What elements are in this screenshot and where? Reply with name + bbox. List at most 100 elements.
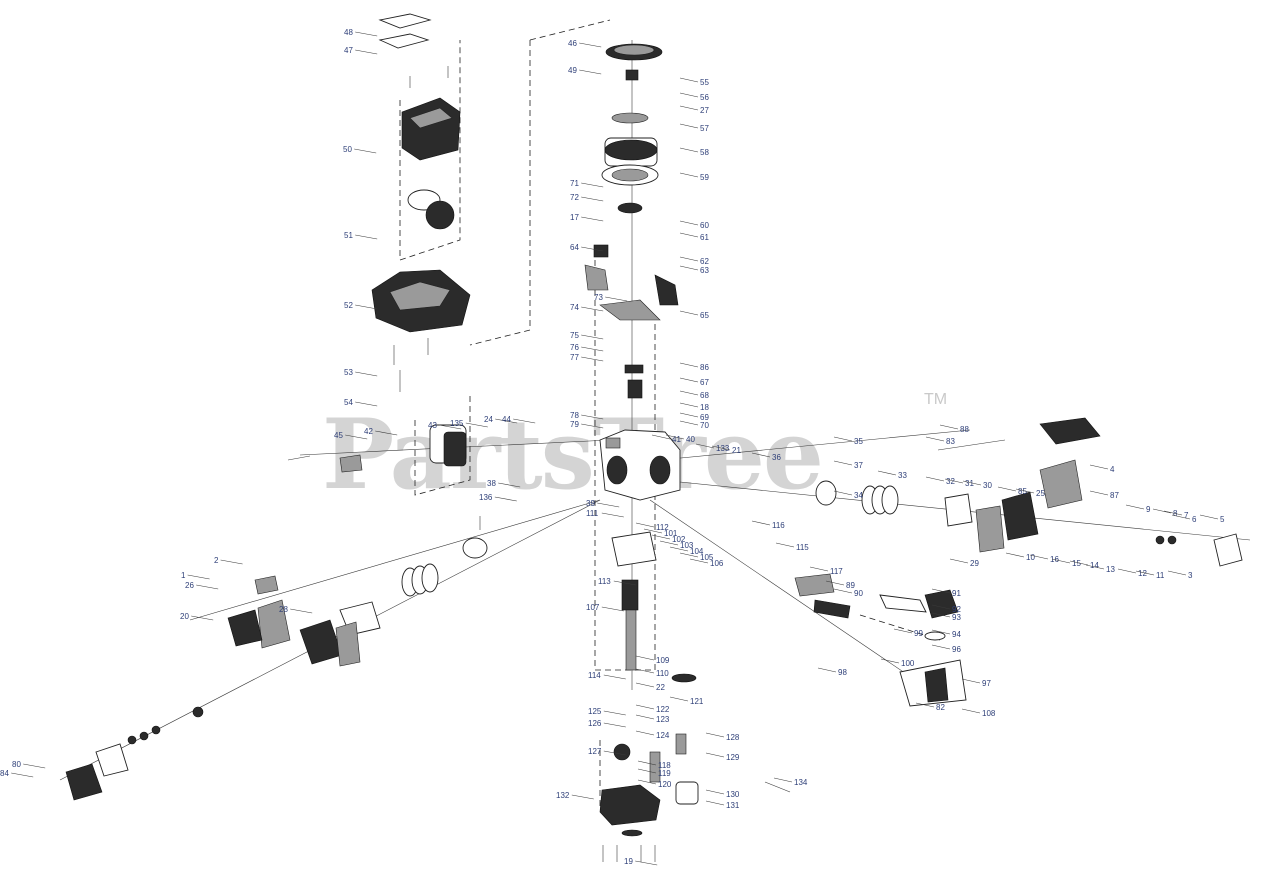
callout-leader: [949, 558, 969, 564]
callout-leader: [1117, 568, 1137, 574]
callout-leader: [679, 412, 699, 418]
callout-label: 5: [1220, 515, 1225, 524]
callout-leader: [345, 434, 368, 440]
callout-leader: [773, 777, 793, 783]
callout-leader: [925, 436, 945, 442]
callout-label: 74: [570, 303, 579, 312]
callout-label: 63: [700, 266, 709, 275]
callout-leader: [962, 480, 982, 486]
callout-leader: [635, 704, 655, 710]
callout-label: 120: [658, 780, 672, 789]
callout-label: 96: [952, 645, 961, 654]
callout-label: 90: [854, 589, 863, 598]
callout-leader: [601, 606, 624, 612]
callout-leader: [931, 604, 951, 610]
callout-leader: [705, 752, 725, 758]
callout-leader: [494, 496, 517, 502]
right-cylinder-assembly: [815, 417, 1243, 567]
callout-label: 136: [479, 493, 493, 502]
callout-label: 64: [570, 243, 579, 252]
air-cleaner-housing: [371, 13, 471, 333]
callout-label: 55: [700, 78, 709, 87]
callout-label: 4: [1110, 465, 1115, 474]
callout-leader: [817, 667, 837, 673]
callout-label: 14: [1090, 561, 1099, 570]
callout-leader: [605, 296, 628, 302]
callout-leader: [603, 674, 626, 680]
callout-label: 34: [854, 491, 863, 500]
callout-label: 99: [914, 629, 923, 638]
callout-leader: [1152, 508, 1172, 514]
callout-leader: [581, 306, 604, 312]
callout-label: 9: [1146, 505, 1151, 514]
callout-leader: [1029, 554, 1049, 560]
callout-label: 46: [568, 39, 577, 48]
callout-label: 20: [180, 612, 189, 621]
callout-leader: [689, 558, 709, 564]
callout-leader: [651, 534, 671, 540]
callout-leader: [997, 486, 1017, 492]
callout-leader: [601, 512, 624, 518]
callout-label: 97: [982, 679, 991, 688]
callout-label: 27: [700, 106, 709, 115]
callout-leader: [877, 470, 897, 476]
callout-label: 40: [686, 435, 695, 444]
callout-label: 39: [586, 499, 595, 508]
callout-leader: [1089, 490, 1109, 496]
callout-leader: [931, 588, 951, 594]
callout-label: 128: [726, 733, 740, 742]
watermark-tm: TM: [924, 391, 947, 408]
callout-label: 132: [556, 791, 570, 800]
callout-label: 53: [344, 368, 353, 377]
callout-label: 131: [726, 801, 740, 810]
callout-leader: [465, 422, 488, 428]
callout-leader: [1199, 514, 1219, 520]
callout-leader: [597, 502, 620, 508]
starter-motor: [339, 424, 467, 473]
callout-label: 115: [796, 543, 809, 552]
callout-label: 85: [1018, 487, 1027, 496]
callout-label: 59: [700, 173, 709, 182]
callout-label: 110: [656, 669, 669, 678]
callout-label: 62: [700, 257, 709, 266]
callout-label: 1: [181, 571, 186, 580]
callout-leader: [635, 655, 655, 661]
callout-leader: [659, 540, 679, 546]
callout-leader: [1163, 510, 1183, 516]
callout-leader: [915, 702, 935, 708]
callout-label: 73: [594, 293, 603, 302]
callout-leader: [1135, 570, 1155, 576]
callout-label: 104: [690, 547, 704, 556]
watermark-text: PartsTree: [322, 398, 822, 511]
callout-leader: [635, 668, 655, 674]
callout-leader: [495, 418, 518, 424]
callout-leader: [23, 763, 46, 769]
callout-leader: [925, 476, 945, 482]
callout-label: 22: [656, 683, 665, 692]
callout-label: 125: [588, 707, 602, 716]
callout-label: 92: [952, 605, 961, 614]
callout-leader: [1089, 464, 1109, 470]
callout-leader: [711, 445, 731, 451]
callout-leader: [669, 546, 689, 552]
callout-label: 102: [672, 535, 686, 544]
callout-label: 134: [794, 778, 808, 787]
callout-label: 78: [570, 411, 579, 420]
callout-label: 119: [658, 769, 671, 778]
callout-label: 3: [1188, 571, 1193, 580]
callout-label: 42: [364, 427, 373, 436]
callout-leader: [355, 304, 378, 310]
callout-label: 89: [846, 581, 855, 590]
callout-label: 107: [586, 603, 600, 612]
callout-leader: [187, 574, 210, 580]
callout-label: 77: [570, 353, 579, 362]
callout-leader: [637, 768, 657, 774]
callout-leader: [931, 612, 951, 618]
callout-label: 65: [700, 311, 709, 320]
callout-label: 111: [586, 509, 599, 518]
callout-label: 25: [1036, 489, 1045, 498]
callout-leader: [944, 478, 964, 484]
callout-label: 135: [450, 419, 464, 428]
callout-label: 19: [624, 857, 633, 866]
callout-leader: [635, 860, 658, 866]
